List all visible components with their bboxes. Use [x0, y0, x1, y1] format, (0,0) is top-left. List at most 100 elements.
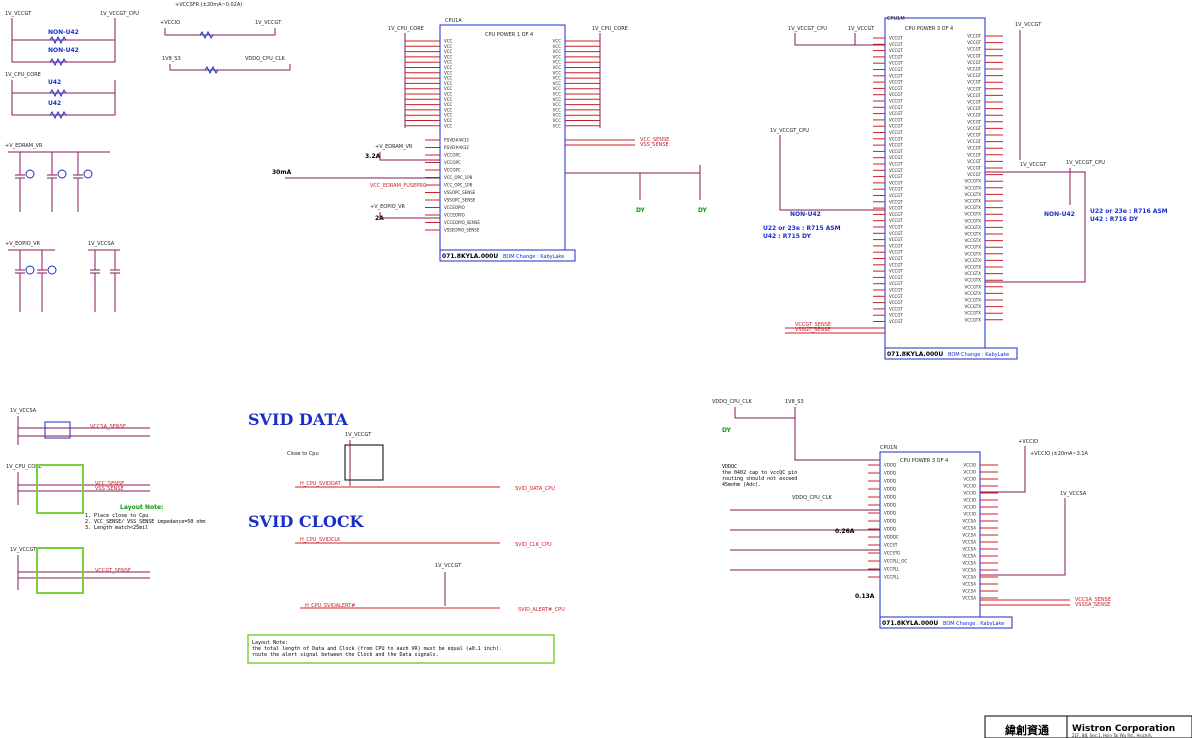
pin-label: VCCGT: [967, 47, 981, 52]
label-u42-a: U42: [48, 79, 61, 86]
pin-label: VCC: [553, 123, 562, 128]
cpu1a-bom-box: [439, 249, 576, 262]
cpu1a-bom-note: BOM Change : KabyLake: [503, 254, 564, 260]
pin-label: VCCIO: [963, 498, 976, 503]
pin-label: VCCGT: [967, 73, 981, 78]
pin-label: VDDQ: [884, 495, 896, 500]
pin-label: VCCEOPIO: [444, 213, 465, 218]
pin-label: VCC: [553, 70, 562, 75]
pin-label: VCC: [444, 44, 453, 49]
net-vcc-sense-l: VCC_SENSE: [95, 481, 124, 487]
pin-label: VCCSA: [962, 533, 976, 538]
pin-label: VCC: [444, 54, 453, 59]
vddq-note-3: routing should not exceed: [722, 476, 797, 482]
net-vccst-svid: 1V_VCCGT: [345, 432, 372, 438]
note-r716-b: U42 : R716 DY: [1090, 216, 1139, 223]
net-vccio-u3: +VCCIO: [1018, 439, 1038, 445]
pin-label: VCCGTX: [965, 284, 982, 289]
pin-label: VCCSA: [962, 519, 976, 524]
pin-label: VCCGT: [889, 294, 903, 299]
cpu1m-bom-box: [884, 347, 1018, 360]
pin-label: VCC: [444, 65, 453, 70]
net-vddq-u3b: VDDQ_CPU_CLK: [792, 495, 832, 501]
amp-3-2: 3.2A: [365, 153, 381, 160]
pin-label: VCC: [553, 81, 562, 86]
net-vddq-u3: VDDQ_CPU_CLK: [712, 399, 752, 405]
net-eopio-vr: +V_EOPIO_VR: [5, 241, 41, 247]
pin-label: VCCGT: [889, 105, 903, 110]
pin-label: VCCSA: [962, 526, 976, 531]
svid-pullup-box: [344, 444, 384, 481]
amp-026: 0.26A: [835, 528, 855, 535]
pin-label: VCCGT: [967, 106, 981, 111]
pin-label: VCCGT: [889, 136, 903, 141]
pin-label: VCCGT: [967, 113, 981, 118]
pin-label: VCCGT: [967, 34, 981, 39]
pin-label: VCCSTG: [884, 551, 900, 556]
label-non-u42-a: NON-U42: [48, 29, 79, 36]
pin-label: VCCIO: [963, 512, 976, 517]
pin-label: VCCPLL: [884, 567, 900, 572]
pin-label: VCCGTX: [965, 298, 982, 303]
net-svid-data: SVID_DATA_CPU: [515, 486, 555, 492]
pin-label: VCCOPC: [444, 153, 461, 158]
net-vccgt-cpu-u2: 1V_VCCGT_CPU: [788, 26, 827, 32]
net-vccgt-u2x: 1V_VCCGT: [1020, 162, 1047, 168]
title-block: 緯創資通 Wistron Corporation 21F, 88, Sec.1,…: [984, 715, 1192, 738]
company-cn: 緯創資通: [1005, 723, 1049, 737]
pin-label: VCCGTX: [965, 232, 982, 237]
pin-label: VCCGTX: [965, 225, 982, 230]
edram-cap-block: +V_EDRAM_VR +V_EOPIO_VR 1V_VCCSA: [5, 143, 120, 312]
net-cpu-core-tl: 1V_CPU_CORE: [5, 72, 41, 78]
pin-label: VCCPLL_OC: [884, 559, 907, 564]
dy-label-3: DY: [722, 427, 732, 434]
pin-label: VCCGT: [967, 152, 981, 157]
cpu1n-title: CPU POWER 3 OF 4: [900, 458, 948, 464]
pin-label: VCCSA: [962, 568, 976, 573]
pin-label: VCCGTX: [965, 271, 982, 276]
pin-label: VCCGT: [967, 119, 981, 124]
vddq-note-2: the 0402 cap to vccQC pin: [722, 470, 797, 476]
pin-label: VCCGT: [889, 275, 903, 280]
pin-label: VCCGTX: [965, 258, 982, 263]
pin-label: VCCGT: [889, 124, 903, 129]
cpu1m-title: CPU POWER 3 OF 4: [905, 26, 953, 32]
pin-label: VCCGTX: [965, 179, 982, 184]
pin-label: VCCIO: [963, 505, 976, 510]
layout-item-1: 1. Place close to Cpu: [85, 513, 148, 519]
layout2-title: Layout Note:: [252, 640, 288, 646]
pin-label: VCCGT: [889, 86, 903, 91]
pin-label: VCCGT: [889, 199, 903, 204]
pin-label: VCCGTX: [965, 291, 982, 296]
net-edram-fuse: VCC_EDRAM_FUSEPRG: [370, 183, 427, 189]
pin-label: VCC: [553, 86, 562, 91]
vddq-note-4: 45mohm (Adc).: [722, 482, 761, 488]
net-vccgt-sense: VCCGT_SENSE: [795, 322, 831, 328]
pin-label: VCCGTX: [965, 218, 982, 223]
amp-013: 0.13A: [855, 593, 875, 600]
pin-label: VCC: [553, 76, 562, 81]
note-r715-a: U22 or 23e : R715 ASM: [763, 225, 841, 232]
cpu1m-block: CPU1M CPU POWER 3 OF 4 1V_VCCGT_CPU 1V_V…: [763, 16, 1168, 360]
net-vssgt-sense: VSSGT_SENSE: [795, 327, 830, 333]
pin-label: VCCGT: [967, 126, 981, 131]
pin-label: VCCGTX: [965, 238, 982, 243]
pin-label: VCCGTX: [965, 278, 982, 283]
label-non-u42-d: NON-U42: [1044, 211, 1075, 218]
cpu1n-bom-note: BOM Change : KabyLake: [943, 621, 1004, 627]
pin-label: VCCGT: [967, 53, 981, 58]
cpu1n-bom: 071.8KYLA.000U: [882, 620, 938, 627]
net-vccsa-caps: 1V_VCCSA: [88, 241, 115, 247]
pin-label: VDDQ: [884, 471, 896, 476]
net-cpu-core-u1: 1V_CPU_CORE: [388, 26, 424, 32]
net-vss-sense-u1: VSS_SENSE: [640, 142, 669, 148]
svid-block: SVID DATA SVID CLOCK 1V_VCCGT Close to C…: [247, 410, 565, 664]
pin-label: VCCEOPIO_SENSE: [444, 220, 480, 225]
pin-label: VDDQ: [884, 527, 896, 532]
sense-resistor-block: 1V_VCCSA VCCSA_SENSE 1V_CPU_CORE VCC_SEN…: [6, 408, 205, 594]
pin-label: VCCGT: [889, 61, 903, 66]
dy-label-1: DY: [636, 207, 646, 214]
pin-label: VCCSA: [962, 582, 976, 587]
pin-label: VCC: [553, 92, 562, 97]
pin-label: VCCGT: [889, 193, 903, 198]
